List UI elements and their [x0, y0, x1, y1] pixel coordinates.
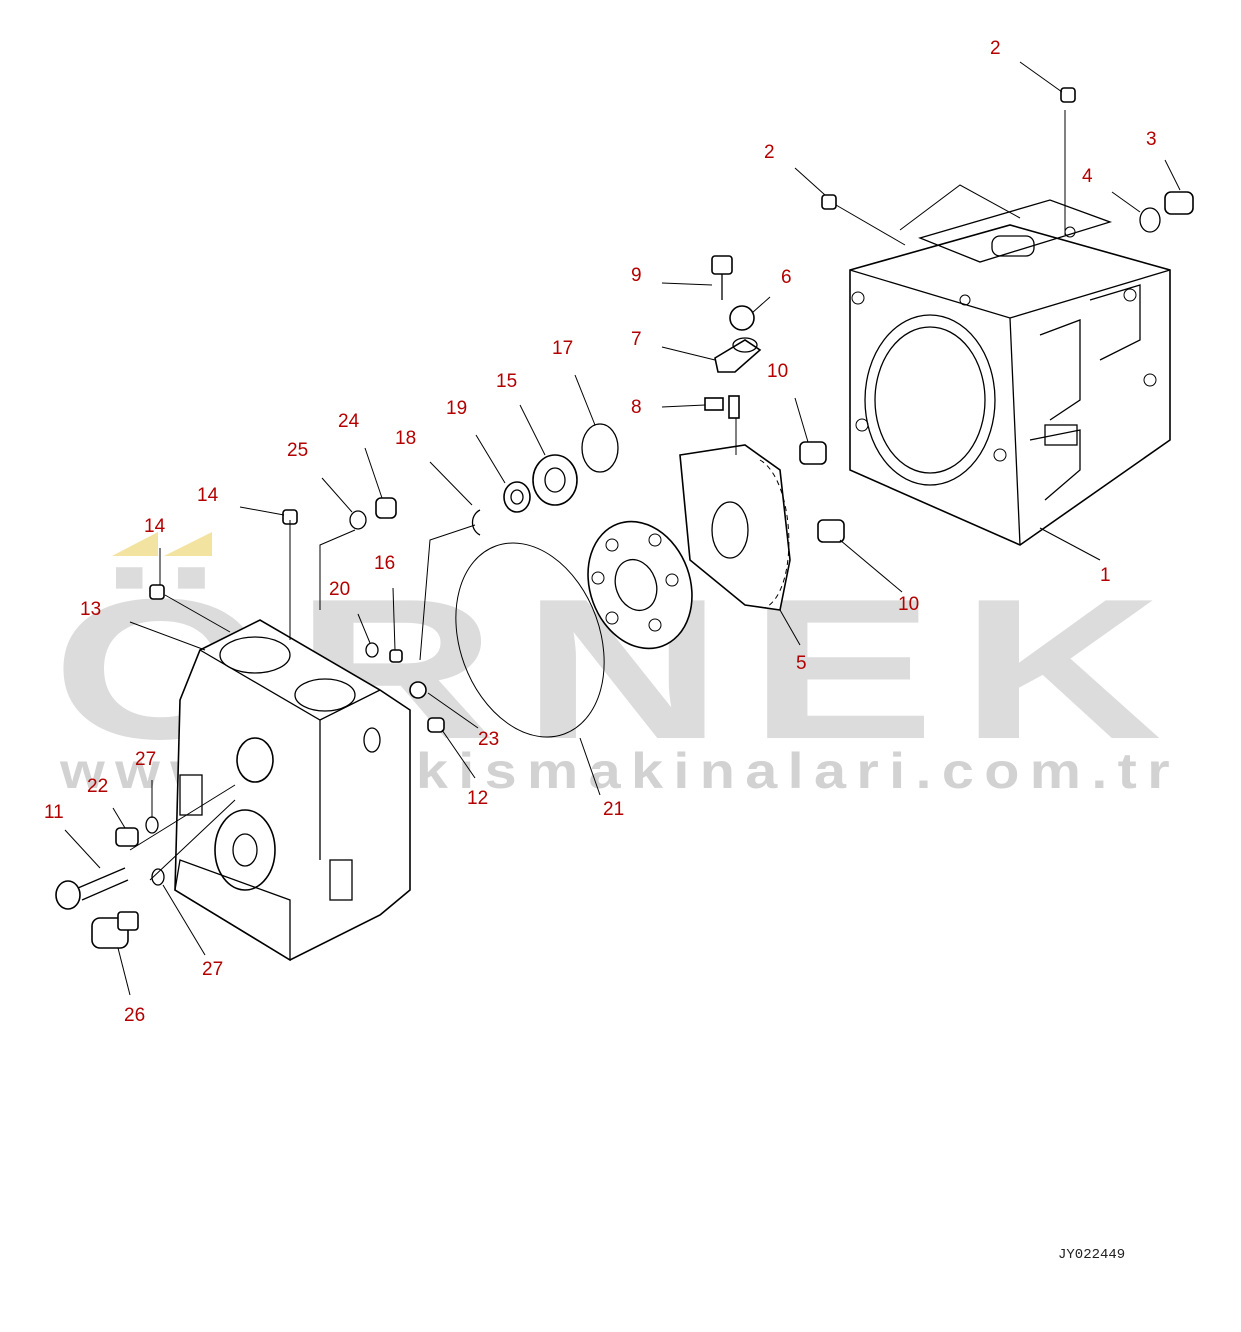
callout-2-top: 2 — [990, 38, 1001, 59]
callout-14-upper: 14 — [197, 485, 219, 506]
callout-3: 3 — [1146, 129, 1157, 150]
callout-1: 1 — [1100, 565, 1111, 586]
callout-13: 13 — [80, 599, 101, 620]
watermark-umlaut-right — [164, 532, 212, 556]
callout-22: 22 — [87, 776, 108, 797]
callout-20: 20 — [329, 579, 350, 600]
callout-26: 26 — [124, 1005, 145, 1026]
callout-17: 17 — [552, 338, 573, 359]
callout-16: 16 — [374, 553, 395, 574]
callout-24: 24 — [338, 411, 360, 432]
part-5-end-plate — [679, 405, 791, 611]
callout-2-mid: 2 — [764, 142, 775, 163]
callout-11: 11 — [44, 802, 64, 823]
callout-4: 4 — [1082, 166, 1093, 187]
callout-12: 12 — [467, 788, 488, 809]
callout-21: 21 — [603, 799, 624, 820]
callout-27-lower: 27 — [202, 959, 223, 980]
callout-7: 7 — [631, 329, 642, 350]
callout-6: 6 — [781, 267, 792, 288]
part-1-pump-case — [849, 110, 1171, 546]
leader-lines — [64, 61, 1181, 996]
callout-8: 8 — [631, 397, 642, 418]
callout-25: 25 — [287, 440, 308, 461]
part-valve-plate — [587, 520, 693, 650]
callout-10-top: 10 — [767, 361, 788, 382]
fasteners — [55, 816, 165, 949]
callout-14-lower: 14 — [144, 516, 166, 537]
part-13-front-housing — [174, 619, 411, 962]
callout-15: 15 — [496, 371, 517, 392]
callout-9: 9 — [631, 265, 642, 286]
callout-19: 19 — [446, 398, 467, 419]
watermark-umlaut-left — [112, 532, 158, 556]
drawing-number: JY022449 — [1058, 1247, 1125, 1263]
callout-23: 23 — [478, 729, 499, 750]
callout-5: 5 — [796, 653, 807, 674]
part-21-o-ring — [455, 542, 605, 738]
callout-18: 18 — [395, 428, 416, 449]
callouts: 2 2 3 4 9 6 7 8 10 10 1 5 17 15 19 18 24… — [44, 38, 1157, 1026]
callout-27-upper: 27 — [135, 749, 156, 770]
callout-10-bottom: 10 — [898, 594, 919, 615]
small-parts — [149, 87, 1194, 733]
